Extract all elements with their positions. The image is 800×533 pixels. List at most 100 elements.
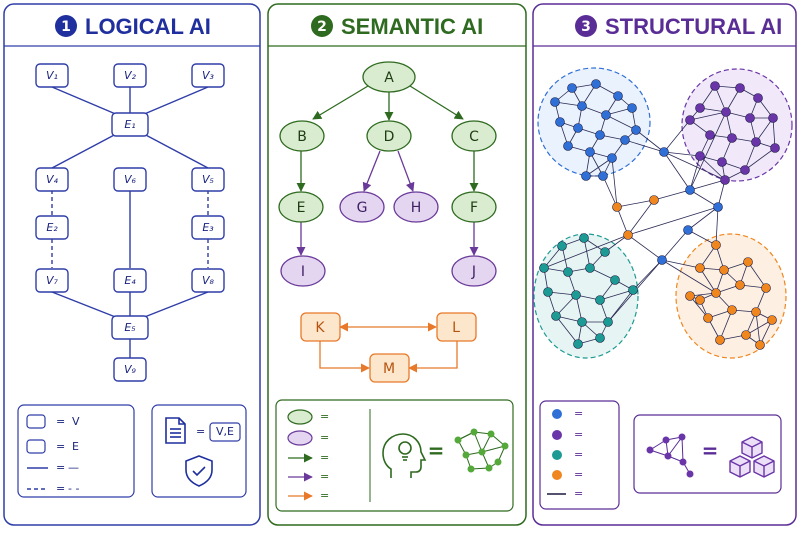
network-node <box>563 141 573 151</box>
semantic-orange-arrows <box>319 322 458 373</box>
node-v3-box <box>191 63 225 88</box>
node-e3-box <box>191 215 225 240</box>
network-edge <box>755 311 761 346</box>
network-node <box>585 147 595 157</box>
network-node <box>657 255 667 265</box>
semantic-legend-equals: = <box>428 439 445 463</box>
network-node <box>603 317 613 327</box>
network-node <box>683 225 693 235</box>
network-node <box>740 165 750 175</box>
node-v5-label: V₅ <box>202 173 214 186</box>
network-node <box>721 107 731 117</box>
node-v8-label: V₈ <box>202 274 215 287</box>
panel-structural: 3 STRUCTURAL AI = = = = = <box>532 3 797 526</box>
node-v9-label: V₉ <box>124 363 137 376</box>
shield-check-icon <box>185 455 213 487</box>
network-edge <box>635 129 665 153</box>
network-node <box>627 103 637 113</box>
node-h-label: H <box>411 200 422 216</box>
node-e5-box <box>111 315 149 340</box>
logical-edges <box>51 86 209 358</box>
network-node <box>695 151 705 161</box>
network-edge <box>663 119 691 153</box>
edge-e1-v5 <box>141 132 209 169</box>
network-edge <box>616 199 655 208</box>
cubes-icon <box>729 436 775 478</box>
semantic-purple-arrows <box>296 150 479 256</box>
network-node <box>543 287 553 297</box>
network-node <box>539 263 549 273</box>
network-node <box>685 115 695 125</box>
doc-legend-value-box <box>209 422 241 442</box>
legend-green-node-swatch <box>287 409 313 425</box>
network-node <box>768 113 778 123</box>
network-node <box>577 317 587 327</box>
arrow-a-c <box>409 85 464 120</box>
network-node <box>753 93 763 103</box>
node-k-label: K <box>315 320 325 336</box>
node-e-label: E <box>297 200 306 216</box>
node-m-label: M <box>383 361 395 377</box>
node-v8-box <box>191 268 225 293</box>
network-edge <box>627 206 719 236</box>
edge-v3-e1 <box>141 86 209 116</box>
network-node <box>727 133 737 143</box>
doc-legend-eq: = <box>196 425 205 438</box>
network-edge <box>715 206 719 246</box>
node-v2-label: V₂ <box>124 69 137 82</box>
network-node <box>767 315 777 325</box>
network-node <box>631 125 641 135</box>
network-node <box>620 135 630 145</box>
panel-structural-number-badge <box>575 15 597 37</box>
node-v9-box <box>113 357 147 382</box>
node-d <box>366 120 412 152</box>
node-e4-box <box>113 268 147 293</box>
network-edge <box>689 179 726 191</box>
node-e5-label: E₅ <box>124 321 135 334</box>
network-edge <box>661 259 701 269</box>
network-node <box>735 280 745 290</box>
network-edge <box>599 289 634 301</box>
node-l <box>436 312 477 342</box>
node-i <box>280 255 326 287</box>
network-edge <box>745 319 773 336</box>
arrow-k-m <box>319 341 370 373</box>
panel-logical-number-badge <box>55 15 77 37</box>
node-c-label: C <box>469 129 479 145</box>
network-node <box>628 285 638 295</box>
network-node <box>695 295 705 305</box>
node-l-label: L <box>452 320 460 336</box>
node-v5-box <box>191 167 225 192</box>
node-b-label: B <box>297 129 307 145</box>
network-edge <box>555 315 579 345</box>
network-node <box>695 263 705 273</box>
panel-logical-title: LOGICAL AI <box>85 14 211 39</box>
network-node <box>612 202 622 212</box>
network-node <box>770 143 780 153</box>
node-m <box>369 353 410 383</box>
network-edge <box>624 139 665 153</box>
network-node <box>607 153 617 163</box>
node-f <box>451 191 497 223</box>
network-node <box>703 313 713 323</box>
doc-legend-value: V,E <box>216 425 234 438</box>
network-node <box>613 91 623 101</box>
node-a-label: A <box>384 70 394 86</box>
panel-structural-number: 3 <box>581 19 591 35</box>
edge-v7-e5 <box>51 291 119 319</box>
legend-blue-node-swatch <box>552 409 562 419</box>
arrow-l-m <box>408 341 458 373</box>
network-node <box>623 230 633 240</box>
network-node <box>585 263 595 273</box>
node-e4-label: E₄ <box>124 274 136 287</box>
network-node <box>581 171 591 181</box>
network-edge <box>605 114 637 131</box>
panel-semantic-number: 2 <box>317 19 327 35</box>
network-edge <box>699 267 717 294</box>
node-c <box>451 120 497 152</box>
network-edge <box>744 147 776 171</box>
network-node <box>595 333 605 343</box>
legend-edge-eq: = <box>574 487 583 500</box>
edge-v1-e1 <box>51 86 119 116</box>
network-edge <box>689 155 701 191</box>
